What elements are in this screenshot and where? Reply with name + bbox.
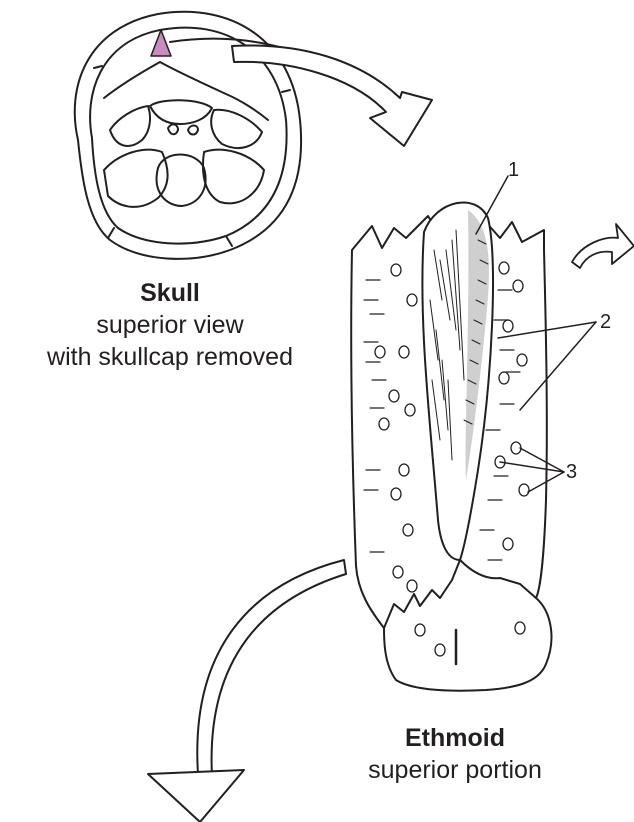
callout-label-1: 1 <box>508 160 519 180</box>
posterior-fossa-right <box>203 150 264 204</box>
skull-title: Skull <box>0 277 340 309</box>
callout-label-2: 2 <box>600 312 611 332</box>
foramen-magnum <box>157 155 206 207</box>
middle-fossa-right <box>211 110 262 148</box>
ethmoid-drawing <box>351 202 551 690</box>
skull-drawing <box>75 12 372 259</box>
ethmoid-title: Ethmoid <box>360 722 550 754</box>
skull-caption: Skull superior view with skullcap remove… <box>0 277 340 373</box>
exit-arrow-down-head <box>148 770 244 822</box>
exit-arrow-right <box>572 224 634 268</box>
skull-suture <box>282 90 290 92</box>
callout-1-leader <box>476 176 508 234</box>
ethmoid-highlight <box>151 30 171 56</box>
middle-fossa-left <box>110 106 150 146</box>
skull-suture <box>94 66 102 68</box>
foramen-left <box>168 124 178 134</box>
ethmoid-subtitle: superior portion <box>360 754 550 786</box>
skull-suture <box>226 236 232 246</box>
skull-suture <box>108 228 114 238</box>
ethmoid-caption: Ethmoid superior portion <box>360 722 550 786</box>
sella-turcica <box>150 100 212 124</box>
skull-subtitle-line1: superior view <box>0 309 340 341</box>
skull-subtitle-line2: with skullcap removed <box>0 341 340 373</box>
exit-arrow-down <box>197 560 346 776</box>
posterior-fossa <box>104 150 168 207</box>
callout-label-3: 3 <box>566 462 577 482</box>
anterior-fossa-rim <box>104 62 268 120</box>
foramen-right <box>188 126 198 135</box>
